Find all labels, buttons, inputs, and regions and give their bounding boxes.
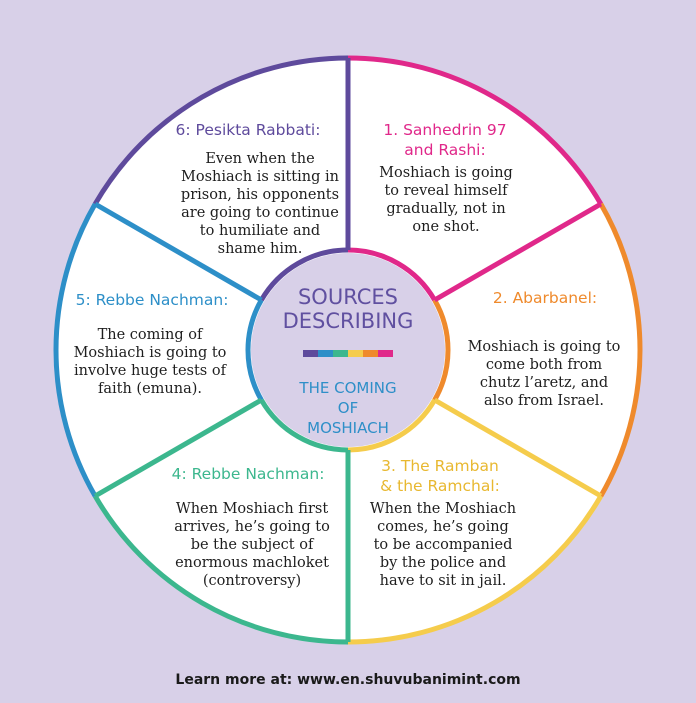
footer-link-text: Learn more at: www.en.shuvubanimint.com [175, 672, 521, 688]
center-heading: SOURCES DESCRIBING [282, 285, 414, 333]
segment-3-title: 3. The Ramban & the Ramchal: [380, 457, 500, 495]
segment-2-outer-arc [598, 202, 643, 498]
divider-bar-swatch [363, 350, 378, 357]
segment-2-text: Moshiach is going to come both from chut… [467, 339, 621, 409]
segment-2-inner-arc [432, 298, 451, 402]
center-subheading: THE COMING OF MOSHIACH [299, 379, 397, 437]
divider-bar-swatch [333, 350, 348, 357]
segment-6-inner-arc [259, 247, 349, 302]
divider-bar-swatch [318, 350, 333, 357]
segment-4-inner-arc [259, 398, 349, 453]
segment-2-title: 2. Abarbanel: [492, 289, 598, 307]
radial-divider-3 [433, 397, 603, 499]
segment-6-title: 6: Pesikta Rabbati: [175, 121, 321, 139]
segment-4-text: When Moshiach first arrives, he’s going … [174, 501, 330, 589]
segment-3-outer-arc [347, 494, 604, 645]
divider-bar-swatch [348, 350, 363, 357]
color-divider-bar [303, 350, 393, 357]
segment-1-outer-arc [347, 55, 604, 206]
radial-divider-5 [93, 397, 263, 499]
segment-6-outer-arc [92, 55, 349, 206]
segment-1-text: Moshiach is going to reveal himself grad… [379, 165, 513, 235]
segment-1-title: 1. Sanhedrin 97 and Rashi: [383, 121, 507, 159]
radial-divider-2 [433, 201, 603, 303]
segment-5-text: The coming of Moshiach is going to invol… [73, 327, 227, 397]
divider-bar-swatch [303, 350, 318, 357]
segment-3-text: When the Moshiach comes, he’s going to b… [369, 501, 517, 589]
radial-divider-6 [93, 201, 263, 303]
segment-6-text: Even when the Moshiach is sitting in pri… [180, 151, 340, 257]
divider-bar-swatch [378, 350, 393, 357]
segment-4-outer-arc [92, 494, 349, 645]
segment-4-title: 4: Rebbe Nachman: [171, 465, 325, 483]
segment-5-outer-arc [53, 202, 98, 498]
segment-5-inner-arc [245, 298, 264, 402]
segment-1-inner-arc [347, 247, 437, 302]
segment-3-inner-arc [347, 398, 437, 453]
segment-5-title: 5: Rebbe Nachman: [75, 291, 229, 309]
